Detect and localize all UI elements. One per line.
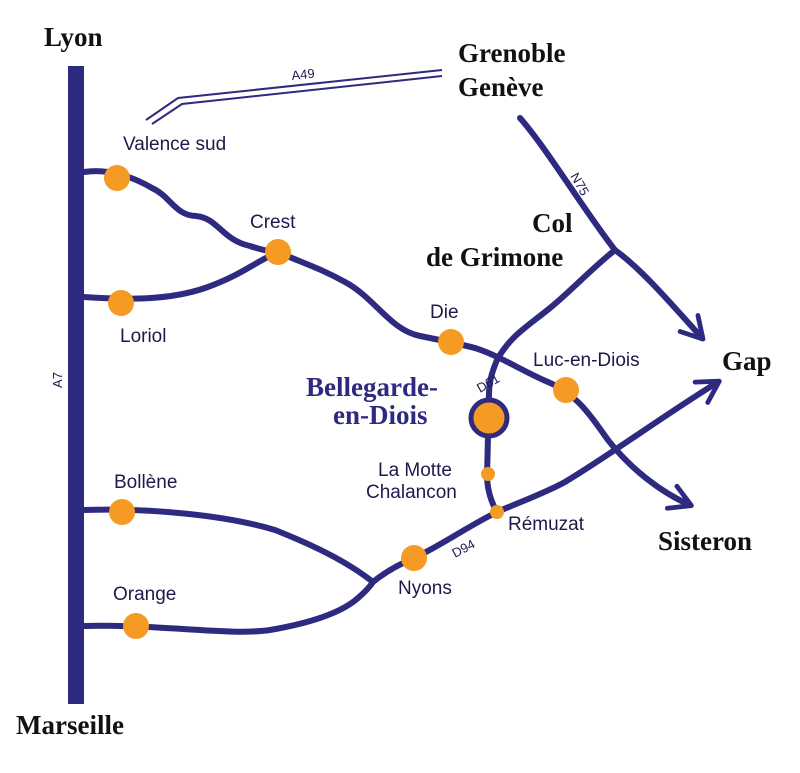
label-col-line1: Col: [532, 208, 573, 238]
road-orange-nyons: [81, 579, 376, 635]
town-marker-loriol: [108, 290, 134, 316]
town-marker-remuzat: [490, 505, 504, 519]
label-orange: Orange: [113, 584, 176, 605]
road-d94-gap: [494, 378, 722, 515]
d94-label: D94: [449, 536, 477, 560]
label-la-motte-line2: Chalancon: [366, 482, 457, 503]
a49-label: A49: [291, 66, 316, 83]
a49-motorway: [145, 69, 443, 125]
town-marker-la-motte: [481, 467, 495, 481]
town-marker-bollene: [109, 499, 135, 525]
label-lyon: Lyon: [44, 22, 103, 52]
label-loriol: Loriol: [120, 326, 166, 347]
town-marker-luc-en-diois: [553, 377, 579, 403]
label-marseille: Marseille: [16, 710, 124, 740]
label-crest: Crest: [250, 212, 296, 233]
town-marker-bellegarde: [468, 397, 510, 439]
label-geneve: Genève: [458, 72, 543, 102]
road-col-die: [494, 247, 618, 363]
label-la-motte-line1: La Motte: [378, 460, 452, 481]
town-marker-orange: [123, 613, 149, 639]
label-bellegarde-line2: en-Diois: [333, 400, 428, 430]
label-gap: Gap: [722, 346, 772, 376]
road-die-luc-sisteron: [472, 345, 694, 511]
town-marker-die: [438, 329, 464, 355]
road-nyons-remuzat: [370, 509, 500, 585]
road-n75: [517, 115, 618, 253]
label-col-line2: de Grimone: [426, 242, 563, 272]
town-marker-nyons: [401, 545, 427, 571]
road-loriol-crest: [81, 249, 281, 302]
a7-motorway: [68, 66, 84, 704]
town-marker-valence-sud: [104, 165, 130, 191]
label-die: Die: [430, 302, 459, 323]
label-valence-sud: Valence sud: [123, 134, 226, 155]
label-sisteron: Sisteron: [658, 526, 752, 556]
road-col-gap: [612, 247, 706, 342]
label-luc-en-diois: Luc-en-Diois: [533, 350, 640, 371]
town-marker-crest: [265, 239, 291, 265]
label-grenoble: Grenoble: [458, 38, 566, 68]
road-valence-crest: [81, 168, 281, 255]
road-bollene-nyons: [81, 506, 376, 585]
label-nyons: Nyons: [398, 578, 452, 599]
label-bellegarde-line1: Bellegarde-: [306, 372, 438, 402]
label-remuzat: Rémuzat: [508, 514, 585, 535]
a7-label: A7: [50, 372, 65, 388]
label-bollene: Bollène: [114, 472, 177, 493]
